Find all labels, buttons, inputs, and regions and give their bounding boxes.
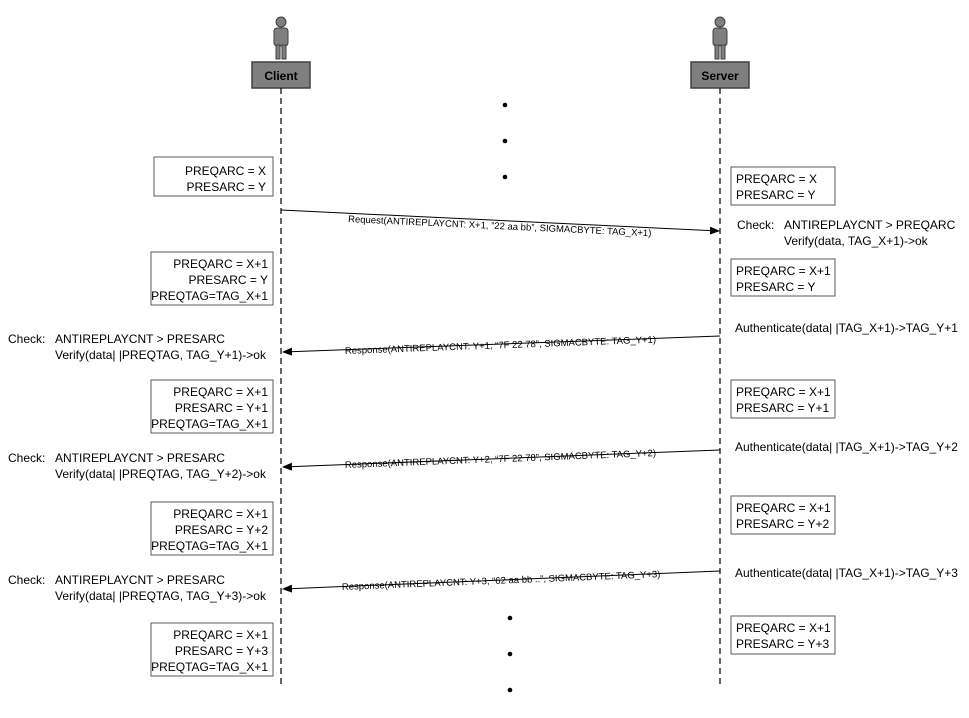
request-label: Request(ANTIREPLAYCNT: X+1, ”22 aa bb”, … [348, 214, 652, 239]
state-line: PRESARC = Y+1 [175, 401, 268, 415]
response-label: Response(ANTIREPLAYCNT: Y+3, “62 aa bb .… [342, 569, 661, 593]
state-line: PREQARC = X+1 [173, 257, 268, 271]
server-check-note: Check: ANTIREPLAYCNT > PREQARC Verify(da… [737, 218, 956, 248]
state-line: PREQTAG=TAG_X+1 [151, 539, 268, 553]
response-arrow [282, 335, 721, 356]
state-line: PREQARC = X+1 [736, 264, 831, 278]
response-message: Response(ANTIREPLAYCNT: Y+2, “7F 22 78”,… [282, 448, 721, 471]
request-message: Request(ANTIREPLAYCNT: X+1, ”22 aa bb”, … [280, 209, 720, 239]
authenticate-note: Authenticate(data| |TAG_X+1)->TAG_Y+3 [735, 566, 958, 580]
response-label: Response(ANTIREPLAYCNT: Y+1, “7F 22 78”,… [345, 335, 657, 357]
response-label: Response(ANTIREPLAYCNT: Y+2, “7F 22 78”,… [345, 448, 657, 471]
client-person-icon [273, 16, 289, 60]
state-line: PRESARC = Y+3 [175, 644, 268, 658]
client-state-box: PREQARC = X+1 PRESARC = Y+1 PREQTAG=TAG_… [150, 379, 274, 434]
check-line: Verify(data| |PREQTAG, TAG_Y+3)->ok [55, 589, 267, 603]
server-actor: Server [690, 16, 750, 89]
state-line: PRESARC = Y [736, 280, 815, 294]
response-arrow [282, 570, 721, 593]
state-line: PRESARC = Y+1 [736, 401, 829, 415]
check-line: Verify(data| |PREQTAG, TAG_Y+2)->ok [55, 467, 267, 481]
check-label: Check: [8, 451, 45, 465]
check-line: ANTIREPLAYCNT > PRESARC [55, 332, 225, 346]
server-title: Server [701, 69, 739, 83]
state-line: PRESARC = Y [736, 188, 815, 202]
server-state-box: PREQARC = X+1 PRESARC = Y+1 [730, 379, 836, 419]
check-label: Check: [8, 573, 45, 587]
check-line: ANTIREPLAYCNT > PREQARC [784, 218, 956, 232]
client-state-box: PREQARC = X+1 PRESARC = Y+2 PREQTAG=TAG_… [150, 501, 274, 556]
state-line: PREQARC = X+1 [736, 621, 831, 635]
state-line: PRESARC = Y [187, 180, 266, 194]
state-line: PREQARC = X+1 [173, 385, 268, 399]
client-actor: Client [251, 16, 311, 89]
check-label: Check: [8, 332, 45, 346]
check-line: Verify(data| |PREQTAG, TAG_Y+1)->ok [55, 348, 267, 362]
client-title: Client [264, 69, 297, 83]
client-check-note: Check: ANTIREPLAYCNT > PRESARC Verify(da… [8, 451, 267, 481]
response-message: Response(ANTIREPLAYCNT: Y+3, “62 aa bb .… [282, 569, 721, 593]
state-line: PREQTAG=TAG_X+1 [151, 660, 268, 674]
authenticate-note: Authenticate(data| |TAG_X+1)->TAG_Y+2 [735, 440, 958, 454]
state-line: PREQARC = X+1 [173, 507, 268, 521]
server-state-box: PREQARC = X PRESARC = Y [730, 166, 836, 206]
client-state-box: PREQARC = X PRESARC = Y [153, 156, 274, 197]
state-line: PREQTAG=TAG_X+1 [151, 289, 268, 303]
state-line: PREQARC = X+1 [736, 385, 831, 399]
state-line: PREQTAG=TAG_X+1 [151, 417, 268, 431]
server-state-box: PREQARC = X+1 PRESARC = Y+3 [730, 615, 836, 655]
state-line: PRESARC = Y+2 [736, 517, 829, 531]
state-line: PREQARC = X+1 [736, 501, 831, 515]
client-check-note: Check: ANTIREPLAYCNT > PRESARC Verify(da… [8, 573, 267, 603]
state-line: PREQARC = X+1 [173, 628, 268, 642]
response-message: Response(ANTIREPLAYCNT: Y+1, “7F 22 78”,… [282, 335, 721, 357]
check-line: ANTIREPLAYCNT > PRESARC [55, 573, 225, 587]
check-line: Verify(data, TAG_X+1)->ok [784, 234, 929, 248]
ellipsis-bottom [507, 615, 513, 693]
state-line: PRESARC = Y+2 [175, 523, 268, 537]
authenticate-note: Authenticate(data| |TAG_X+1)->TAG_Y+1 [735, 321, 958, 335]
ellipsis-top [502, 102, 508, 180]
state-line: PREQARC = X [736, 172, 817, 186]
state-line: PREQARC = X [185, 164, 266, 178]
state-line: PRESARC = Y [189, 273, 268, 287]
request-arrow [280, 209, 720, 235]
check-line: ANTIREPLAYCNT > PRESARC [55, 451, 225, 465]
client-state-box: PREQARC = X+1 PRESARC = Y+3 PREQTAG=TAG_… [150, 622, 274, 677]
state-line: PRESARC = Y+3 [736, 637, 829, 651]
server-state-box: PREQARC = X+1 PRESARC = Y+2 [730, 495, 836, 535]
server-state-box: PREQARC = X+1 PRESARC = Y [730, 258, 836, 297]
server-person-icon [712, 16, 728, 60]
response-arrow [282, 449, 721, 471]
client-check-note: Check: ANTIREPLAYCNT > PRESARC Verify(da… [8, 332, 267, 362]
check-label: Check: [737, 218, 774, 232]
client-state-box: PREQARC = X+1 PRESARC = Y PREQTAG=TAG_X+… [150, 251, 274, 306]
